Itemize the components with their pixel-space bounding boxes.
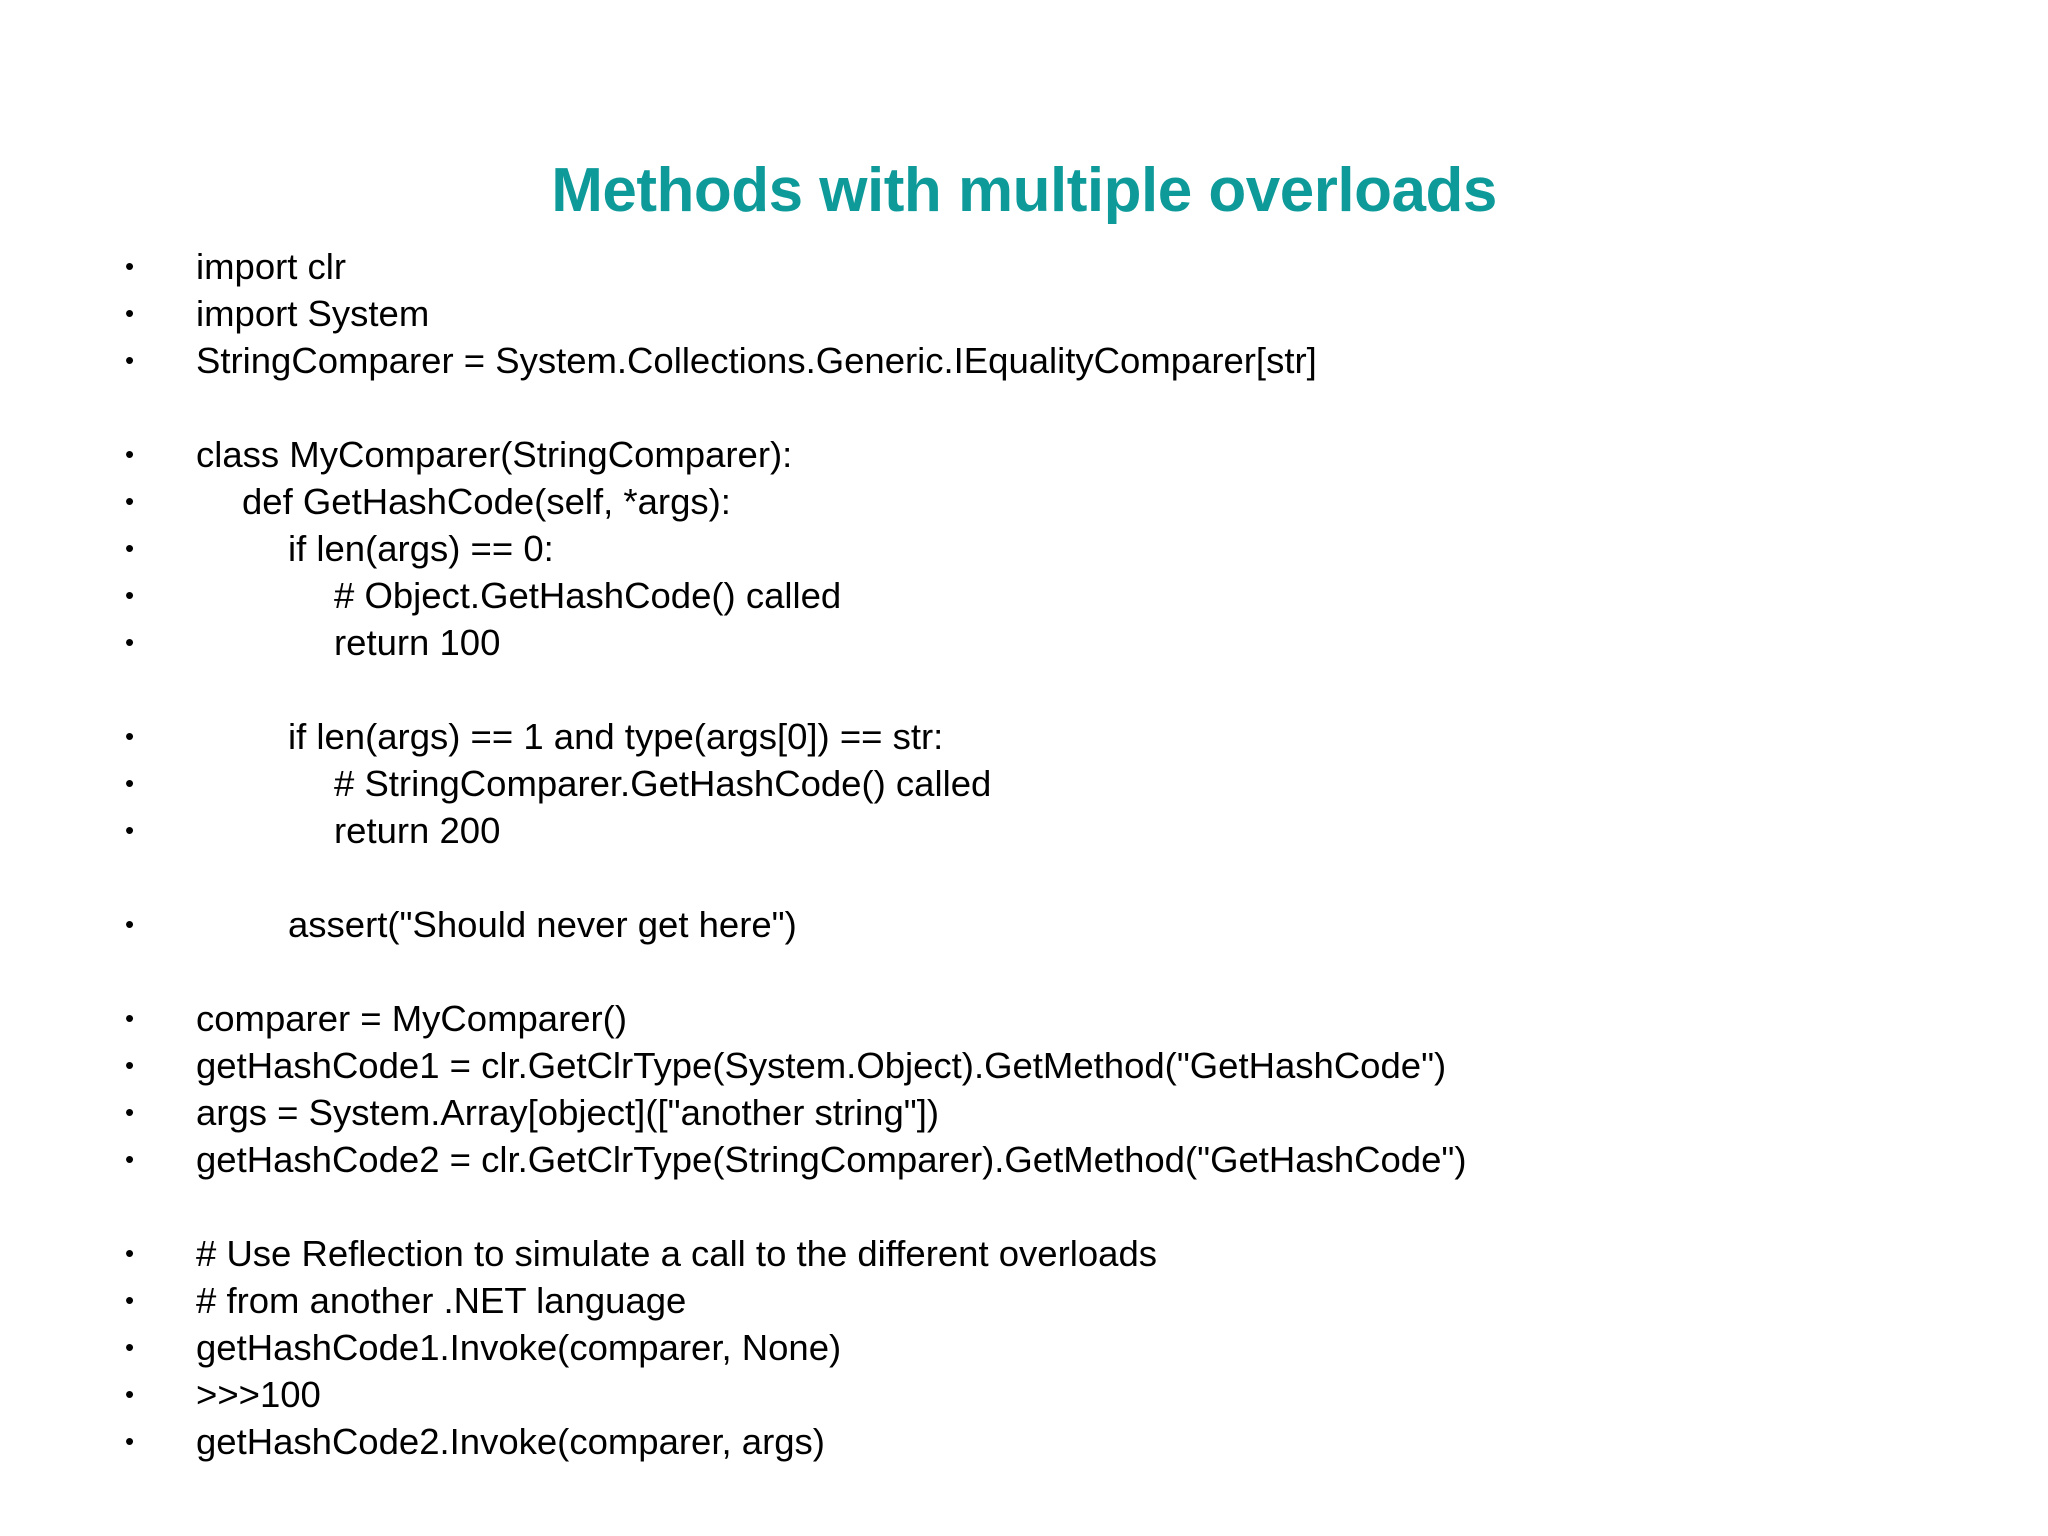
code-line-text: getHashCode1 = clr.GetClrType(System.Obj… <box>196 1045 1447 1086</box>
code-bullet-item: • # Object.GetHashCode() called <box>0 572 2048 619</box>
code-bullet-item: • getHashCode2 = clr.GetClrType(StringCom… <box>0 1136 2048 1183</box>
code-bullet-list: • import clr • import System • StringComparer… <box>0 243 2048 1465</box>
code-blank-line <box>0 854 2048 901</box>
code-bullet-item: • getHashCode1 = clr.GetClrType(System.Ob… <box>0 1042 2048 1089</box>
code-blank-line <box>0 666 2048 713</box>
code-line-text: # Use Reflection to simulate a call to t… <box>196 1233 1158 1274</box>
bullet-icon: • <box>125 251 135 281</box>
bullet-icon: • <box>125 1050 135 1080</box>
code-bullet-item: • return 100 <box>0 619 2048 666</box>
code-bullet-item: • if len(args) == 1 and type(args[0]) == … <box>0 713 2048 760</box>
code-bullet-item: • class MyComparer(StringComparer): <box>0 431 2048 478</box>
code-bullet-item: • # StringComparer.GetHashCode() called <box>0 760 2048 807</box>
bullet-icon: • <box>125 439 135 469</box>
code-bullet-item: • >>>100 <box>0 1371 2048 1418</box>
code-line-text: import System <box>196 293 430 334</box>
bullet-icon: • <box>125 533 135 563</box>
code-line-text: StringComparer = System.Collections.Gene… <box>196 340 1317 381</box>
code-blank-line <box>0 948 2048 995</box>
code-line-text: return 100 <box>334 622 501 663</box>
bullet-icon: • <box>125 345 135 375</box>
code-line-text: getHashCode2 = clr.GetClrType(StringComp… <box>196 1139 1467 1180</box>
bullet-icon: • <box>125 909 135 939</box>
bullet-icon: • <box>125 1285 135 1315</box>
code-line-text: def GetHashCode(self, *args): <box>242 481 731 522</box>
code-line-text: getHashCode1.Invoke(comparer, None) <box>196 1327 842 1368</box>
code-bullet-item: • getHashCode2.Invoke(comparer, args) <box>0 1418 2048 1465</box>
bullet-icon: • <box>125 768 135 798</box>
code-bullet-item: • # from another .NET language <box>0 1277 2048 1324</box>
code-line-text: # from another .NET language <box>196 1280 687 1321</box>
bullet-icon: • <box>125 580 135 610</box>
bullet-icon: • <box>125 627 135 657</box>
code-line-text: assert("Should never get here") <box>288 904 797 945</box>
bullet-icon: • <box>125 815 135 845</box>
code-line-text: class MyComparer(StringComparer): <box>196 434 793 475</box>
code-line-text: return 200 <box>334 810 501 851</box>
code-bullet-item: • return 200 <box>0 807 2048 854</box>
code-bullet-item: • StringComparer = System.Collections.Gen… <box>0 337 2048 384</box>
bullet-icon: • <box>125 1238 135 1268</box>
code-line-text: if len(args) == 0: <box>288 528 554 569</box>
bullet-icon: • <box>125 1379 135 1409</box>
code-line-text: import clr <box>196 246 347 287</box>
code-bullet-item: • args = System.Array[object](["another s… <box>0 1089 2048 1136</box>
code-line-text: getHashCode2.Invoke(comparer, args) <box>196 1421 825 1462</box>
code-line-text: >>>100 <box>196 1374 321 1415</box>
code-bullet-item: • assert("Should never get here") <box>0 901 2048 948</box>
code-bullet-item: • import System <box>0 290 2048 337</box>
code-line-text: if len(args) == 1 and type(args[0]) == s… <box>288 716 944 757</box>
bullet-icon: • <box>125 1097 135 1127</box>
bullet-icon: • <box>125 298 135 328</box>
bullet-icon: • <box>125 1426 135 1456</box>
code-line-text: args = System.Array[object](["another st… <box>196 1092 940 1133</box>
code-blank-line <box>0 1183 2048 1230</box>
code-line-text: # StringComparer.GetHashCode() called <box>334 763 992 804</box>
code-bullet-item: • def GetHashCode(self, *args): <box>0 478 2048 525</box>
bullet-icon: • <box>125 1144 135 1174</box>
code-bullet-item: • getHashCode1.Invoke(comparer, None) <box>0 1324 2048 1371</box>
bullet-icon: • <box>125 486 135 516</box>
code-bullet-item: • comparer = MyComparer() <box>0 995 2048 1042</box>
code-bullet-item: • import clr <box>0 243 2048 290</box>
bullet-icon: • <box>125 721 135 751</box>
page-title: Methods with multiple overloads <box>551 155 1497 225</box>
bullet-icon: • <box>125 1332 135 1362</box>
bullet-icon: • <box>125 1003 135 1033</box>
code-bullet-item: • if len(args) == 0: <box>0 525 2048 572</box>
code-bullet-item: • # Use Reflection to simulate a call to … <box>0 1230 2048 1277</box>
code-line-text: comparer = MyComparer() <box>196 998 627 1039</box>
code-blank-line <box>0 384 2048 431</box>
code-line-text: # Object.GetHashCode() called <box>334 575 842 616</box>
